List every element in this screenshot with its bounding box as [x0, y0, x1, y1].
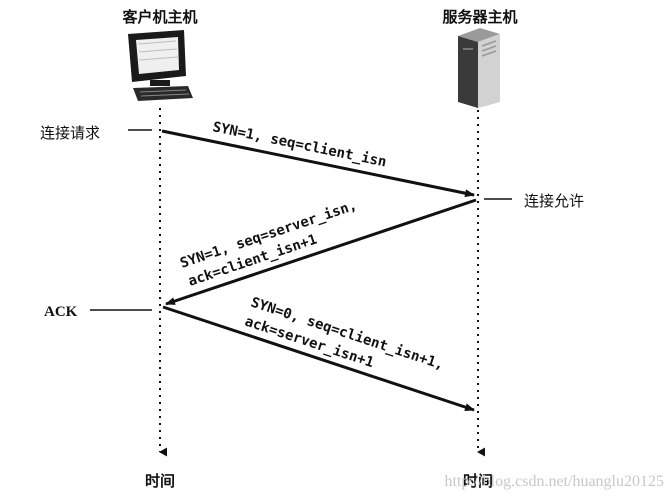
desktop-computer-icon — [128, 30, 193, 101]
synack-arrow — [165, 198, 477, 306]
watermark-url: http://blog.csdn.net/huanglu20125 — [444, 473, 664, 490]
syn-segment-label: SYN=1, seq=client_isn — [211, 119, 388, 170]
server-host-title: 服务器主机 — [442, 8, 517, 26]
ack-arrow — [162, 305, 475, 412]
client-host-title: 客户机主机 — [121, 8, 197, 26]
connect-granted-label: 连接允许 — [524, 192, 584, 210]
server-time-label: 时间 — [463, 472, 493, 490]
server-tower-icon — [458, 28, 500, 108]
syn-arrow — [161, 129, 475, 198]
ack-label: ACK — [44, 304, 78, 320]
client-time-label: 时间 — [145, 472, 175, 490]
connect-request-label: 连接请求 — [40, 124, 100, 142]
